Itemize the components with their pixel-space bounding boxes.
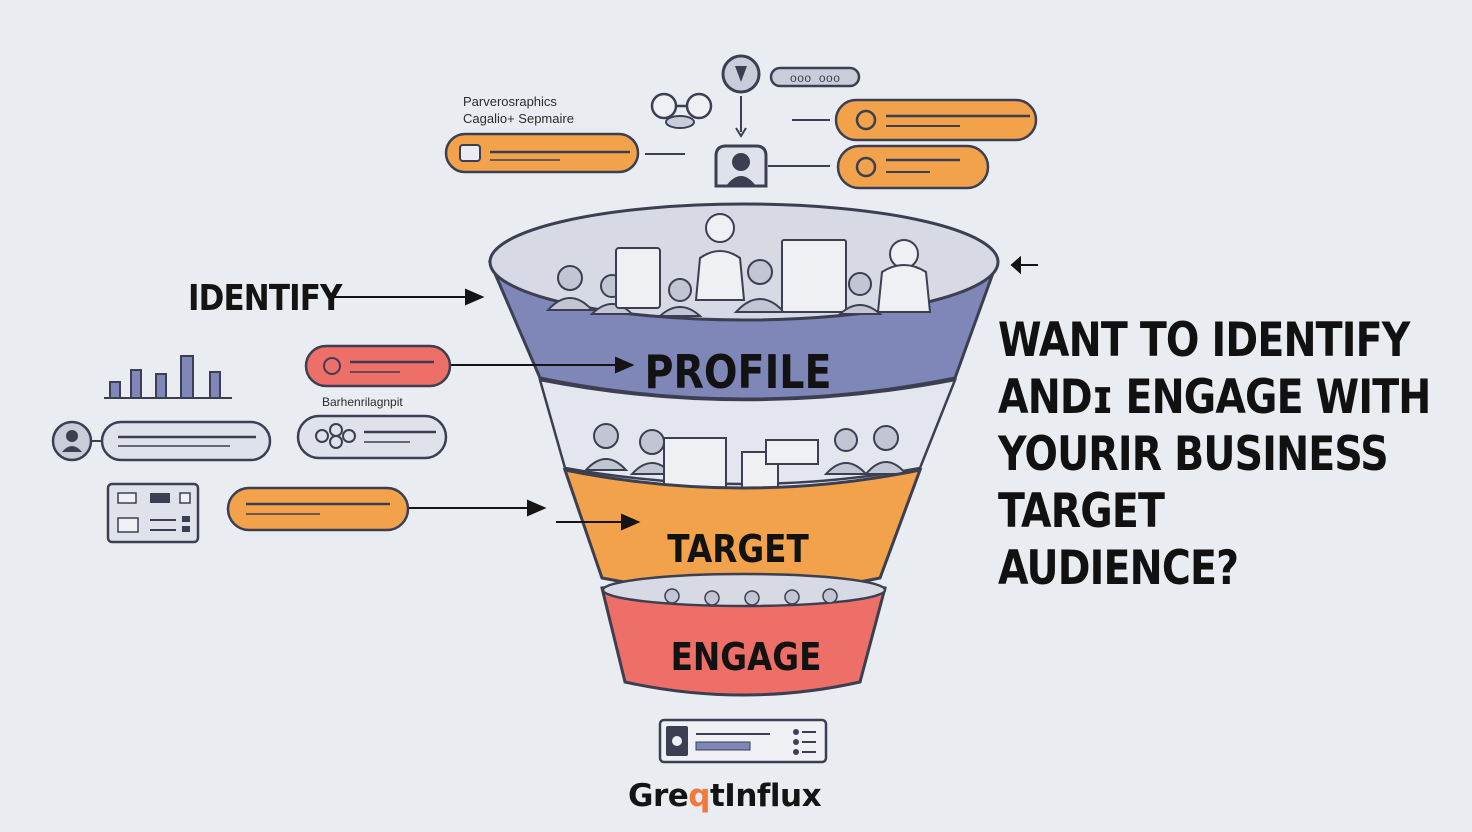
coral-pill (304, 344, 452, 388)
headline-line-5: AUDIENCE? (998, 541, 1239, 596)
connector-icon (650, 92, 713, 129)
left-cluster: Barhenrilagnpit (51, 344, 452, 544)
funnel-stage-engage-label: ENGAGE (671, 636, 822, 680)
user-icon (714, 144, 768, 188)
orange-pill-top-right-1 (834, 98, 1038, 142)
headline-line-1: WANT TO IDENTIFY (998, 313, 1410, 368)
people-icon (545, 213, 932, 317)
identify-label: IDENTIFY (188, 278, 342, 319)
headline-line-3: YOURIR BUSINESS (998, 427, 1389, 482)
funnel: PROFILE TARGET ENGAGE (487, 202, 1000, 697)
caption-top-line2: Cagalio+ Sepmaire (463, 111, 574, 126)
caption-mid: Barhenrilagnpit (322, 395, 403, 409)
brand-part-1: Gre (628, 778, 689, 814)
document-icon (658, 718, 828, 764)
top-pill-text: ooo ooo (790, 72, 840, 86)
bar-chart-icon (104, 355, 232, 399)
headline: WANT TO IDENTIFY ANDɪ ENGAGE WITH YOURIR… (998, 312, 1431, 597)
top-pill (769, 66, 861, 88)
orange-pill-left-bottom (226, 486, 410, 532)
brand-part-3: tInflux (709, 778, 822, 814)
orange-pill-top-right-2 (836, 144, 990, 190)
brand-part-2: q (688, 778, 710, 814)
funnel-stage-target-label: TARGET (667, 528, 809, 572)
people-middle-icon (583, 423, 909, 495)
headline-line-4: TARGET (998, 484, 1165, 539)
headline-line-2: ANDɪ ENGAGE WITH (998, 370, 1431, 425)
caption-top-line1: Parverosraphics (463, 94, 557, 109)
top-cluster: ooo ooo (444, 54, 1038, 190)
brand-logo: GreqtInflux (628, 778, 822, 814)
gray-pill-right (296, 414, 448, 460)
orange-pill-top-left (444, 132, 640, 174)
arrows (330, 255, 1038, 531)
funnel-stage-profile-label: PROFILE (644, 346, 831, 400)
gray-pill-left (100, 420, 272, 462)
toggle-icon (106, 482, 200, 544)
